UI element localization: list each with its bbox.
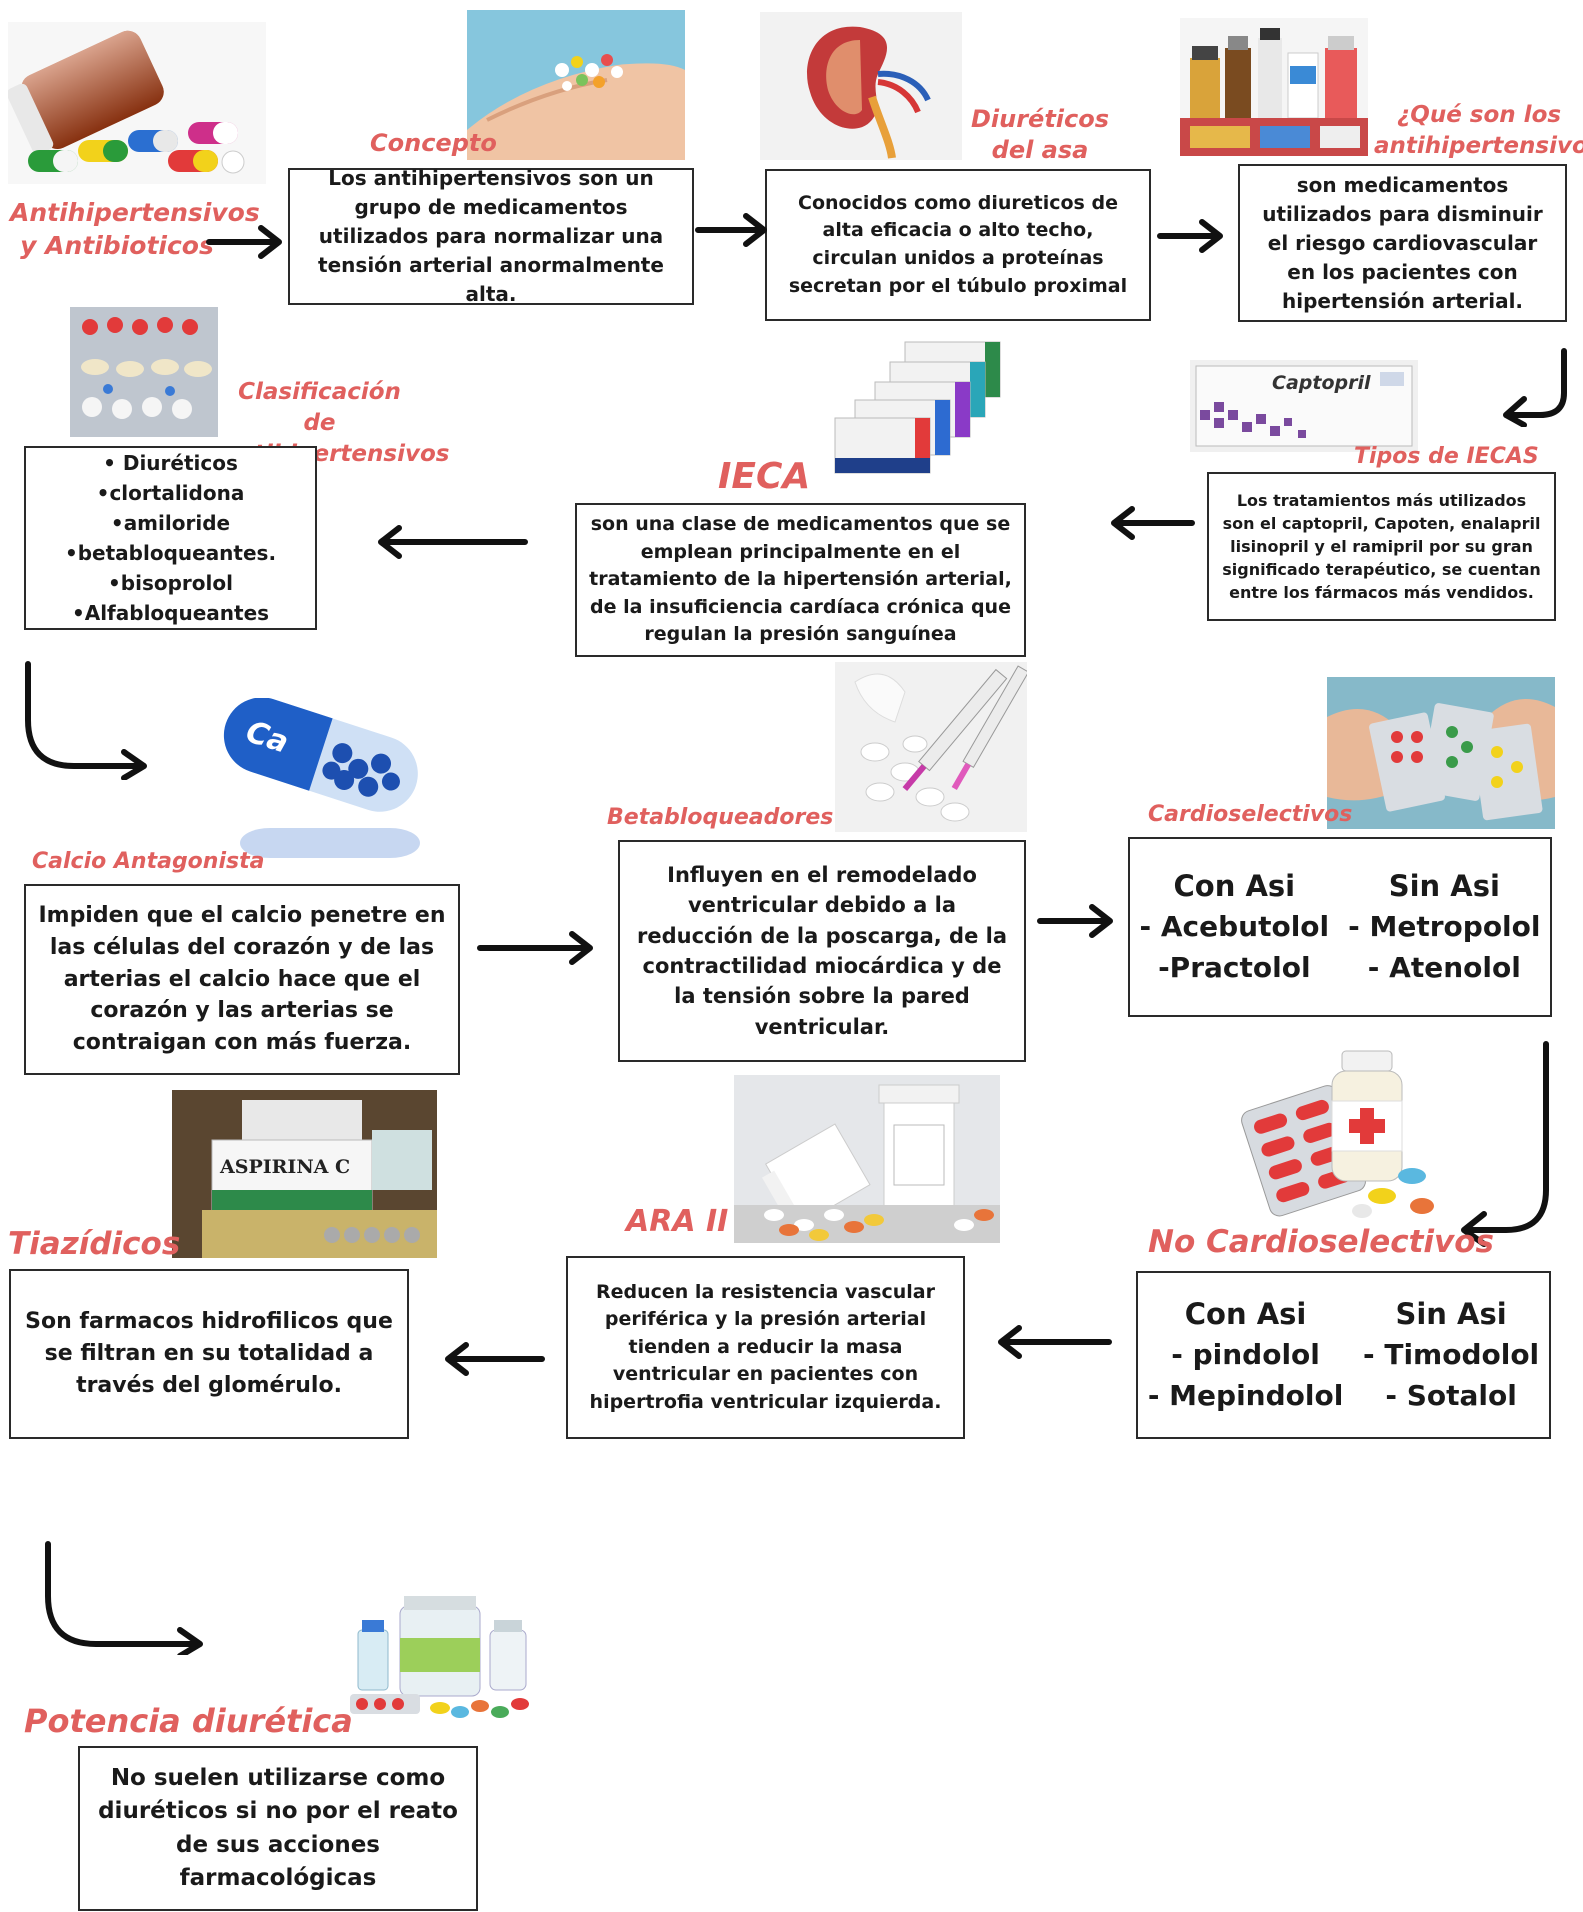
diureticos-box: Conocidos como diureticos de alta eficac… bbox=[765, 169, 1151, 321]
tiazidicos-title: Tiazídicos bbox=[8, 1226, 181, 1262]
drug-item: - Sotalol bbox=[1385, 1379, 1517, 1413]
tipos-iecas-title: Tipos de IECAS bbox=[1354, 444, 1539, 469]
concepto-box: Los antihipertensivos son un grupo de me… bbox=[288, 166, 694, 306]
clasificacion-box: • Diuréticos •clortalidona •amiloride •b… bbox=[24, 446, 317, 630]
drug-item: - Timodolol bbox=[1362, 1338, 1540, 1372]
drug-item: - Atenolol bbox=[1367, 951, 1521, 985]
clasificacion-item: • Diuréticos bbox=[103, 451, 238, 475]
no-cardioselectivos-columns: Con Asi - pindolol - Mepindolol Sin Asi … bbox=[1138, 1293, 1549, 1416]
start-title: Antihipertensivos y Antibioticos bbox=[10, 198, 260, 260]
drug-item: - pindolol bbox=[1171, 1338, 1320, 1372]
cardioselectivos-title: Cardioselectivos bbox=[1148, 802, 1353, 827]
clasificacion-item: •bisoprolol bbox=[108, 571, 233, 595]
blister-pill-bottle-icon bbox=[1232, 1046, 1454, 1222]
ara2-title: ARA II bbox=[626, 1204, 729, 1239]
arrow-ara2-to-tiazidicos bbox=[445, 1342, 545, 1376]
clasificacion-item: •amiloride bbox=[110, 511, 231, 535]
tablets-syringe-icon bbox=[835, 662, 1027, 832]
calcio-title: Calcio Antagonista bbox=[32, 849, 265, 874]
clasificacion-item: •clortalidona bbox=[96, 481, 245, 505]
que-son-title: ¿Qué son los antihipertensivos? bbox=[1374, 102, 1583, 159]
pill-bottle-icon bbox=[8, 22, 266, 184]
column-head: Sin Asi bbox=[1388, 869, 1500, 904]
ara2-text: Reducen la resistencia vascular periféri… bbox=[589, 1280, 942, 1413]
concepto-text: Los antihipertensivos son un grupo de me… bbox=[318, 166, 664, 306]
tipos-iecas-box: Los tratamientos más utilizados son el c… bbox=[1207, 472, 1556, 621]
drug-item: - Metropolol bbox=[1348, 910, 1541, 944]
clasificacion-title: Clasificación de antihipertensivos bbox=[222, 379, 450, 467]
cardioselectivos-con-asi: Con Asi - Acebutolol -Practolol bbox=[1139, 865, 1329, 988]
calcium-capsule-icon: Ca bbox=[210, 698, 440, 870]
aspirin-label: ASPIRINA C bbox=[220, 1156, 351, 1178]
clasificacion-list: • Diuréticos •clortalidona •amiloride •b… bbox=[65, 448, 276, 628]
ara2-box: Reducen la resistencia vascular periféri… bbox=[566, 1256, 965, 1439]
kidney-icon bbox=[760, 12, 962, 160]
tipos-iecas-text: Los tratamientos más utilizados son el c… bbox=[1222, 490, 1541, 603]
cardioselectivos-box: Con Asi - Acebutolol -Practolol Sin Asi … bbox=[1128, 837, 1552, 1017]
arrow-queson-to-tipos bbox=[1503, 348, 1567, 427]
diureticos-title: Diuréticos del asa bbox=[970, 105, 1110, 164]
drug-item: - Mepindolol bbox=[1147, 1379, 1344, 1413]
arrow-ieca-to-clasificacion bbox=[378, 525, 528, 559]
arrow-tipos-to-ieca bbox=[1111, 506, 1195, 540]
cardioselectivos-columns: Con Asi - Acebutolol -Practolol Sin Asi … bbox=[1130, 865, 1550, 988]
ieca-text: son una clase de medicamentos que se emp… bbox=[589, 513, 1012, 646]
pill-bottles-icon bbox=[734, 1075, 1000, 1243]
clasificacion-item: •betabloqueantes. bbox=[64, 541, 277, 565]
potencia-box: No suelen utilizarse como diuréticos si … bbox=[78, 1746, 478, 1911]
pills-hand-icon bbox=[467, 10, 685, 160]
calcio-box: Impiden que el calcio penetre en las cél… bbox=[24, 884, 460, 1075]
no-cardioselectivos-box: Con Asi - pindolol - Mepindolol Sin Asi … bbox=[1136, 1271, 1551, 1439]
calcio-text: Impiden que el calcio penetre en las cél… bbox=[38, 902, 446, 1056]
medicine-bottles-icon bbox=[1180, 18, 1368, 156]
ieca-box: son una clase de medicamentos que se emp… bbox=[575, 503, 1026, 657]
arrow-tiazidicos-to-potencia bbox=[45, 1541, 203, 1655]
betabloqueadores-text: Influyen en el remodelado ventricular de… bbox=[636, 862, 1007, 1039]
arrow-nocardio-to-ara2 bbox=[998, 1325, 1112, 1359]
concepto-title: Concepto bbox=[370, 129, 497, 157]
arrow-calcio-to-beta bbox=[477, 931, 593, 965]
diureticos-text: Conocidos como diureticos de alta eficac… bbox=[788, 191, 1128, 297]
cardioselectivos-sin-asi: Sin Asi - Metropolol - Atenolol bbox=[1348, 865, 1540, 988]
tiazidicos-text: Son farmacos hidrofilicos que se filtran… bbox=[25, 1309, 393, 1398]
betabloqueadores-box: Influyen en el remodelado ventricular de… bbox=[618, 840, 1026, 1062]
potencia-text: No suelen utilizarse como diuréticos si … bbox=[98, 1764, 458, 1891]
drug-item: -Practolol bbox=[1158, 951, 1311, 985]
arrow-start-to-concepto bbox=[206, 225, 282, 259]
que-son-text: son medicamentos utilizados para disminu… bbox=[1262, 172, 1543, 313]
blister-hands-icon bbox=[1327, 677, 1555, 829]
drug-item: - Acebutolol bbox=[1139, 910, 1330, 944]
que-son-box: son medicamentos utilizados para disminu… bbox=[1238, 164, 1567, 322]
tiazidicos-box: Son farmacos hidrofilicos que se filtran… bbox=[9, 1269, 409, 1439]
arrow-diureticos-to-queson bbox=[1157, 219, 1223, 253]
no-cardioselectivos-title: No Cardioselectivos bbox=[1148, 1224, 1495, 1260]
captopril-label: Captopril bbox=[1272, 372, 1371, 394]
aspirin-box-icon: ASPIRINA C bbox=[172, 1090, 437, 1258]
column-head: Con Asi bbox=[1184, 1297, 1307, 1332]
arrow-concepto-to-diureticos bbox=[695, 213, 767, 247]
ieca-title: IECA bbox=[718, 456, 811, 497]
arrow-beta-to-cardio bbox=[1037, 904, 1113, 938]
blister-icon bbox=[70, 307, 218, 437]
medicine-set-icon bbox=[330, 1590, 540, 1728]
no-cardioselectivos-con-asi: Con Asi - pindolol - Mepindolol bbox=[1148, 1293, 1344, 1416]
column-head: Con Asi bbox=[1173, 869, 1296, 904]
medicine-boxes-icon bbox=[815, 338, 1008, 480]
arrow-cardio-to-nocardio bbox=[1461, 1041, 1549, 1247]
potencia-title: Potencia diurética bbox=[24, 1702, 353, 1740]
captopril-box-icon: Captopril bbox=[1190, 360, 1418, 452]
column-head: Sin Asi bbox=[1395, 1297, 1507, 1332]
no-cardioselectivos-sin-asi: Sin Asi - Timodolol - Sotalol bbox=[1363, 1293, 1539, 1416]
arrow-clasificacion-to-calcio bbox=[25, 661, 147, 780]
clasificacion-item: •Alfabloqueantes bbox=[71, 601, 270, 625]
betabloqueadores-title: Betabloqueadores bbox=[607, 805, 834, 830]
